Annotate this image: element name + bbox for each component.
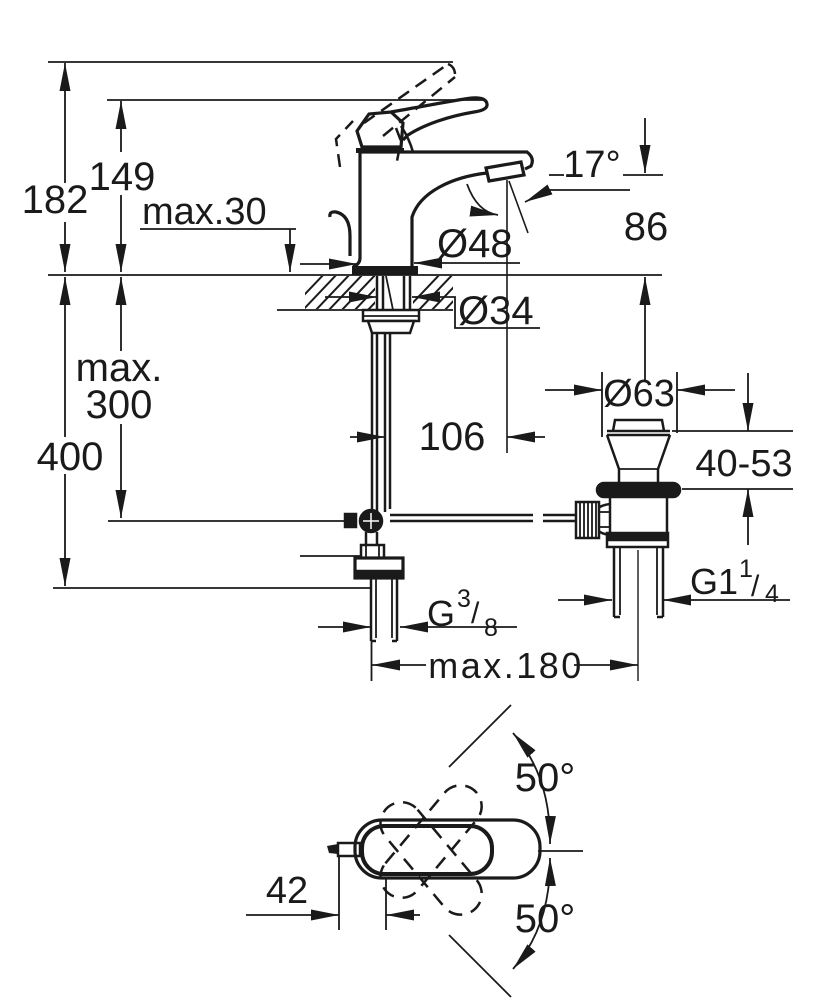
label-rod-max-300: 300 <box>86 383 153 427</box>
label-projection-106: 106 <box>419 415 486 459</box>
label-dia-63: Ø63 <box>603 373 675 415</box>
side-view: 182 149 max.30 17° 86 Ø48 Ø34 max. 300 4… <box>22 61 793 686</box>
label-rod-max-word: max. <box>76 346 163 390</box>
deck-hatching <box>305 276 453 309</box>
label-dia-48: Ø48 <box>437 222 513 266</box>
handle-swung-down-dashed <box>379 800 483 916</box>
pull-rod-tip-plan <box>327 844 338 854</box>
faucet-body <box>328 62 534 275</box>
label-height-149: 149 <box>89 155 156 199</box>
label-swivel-down-50: 50° <box>515 897 576 941</box>
base-plate <box>352 266 418 275</box>
label-height-182: 182 <box>22 178 89 222</box>
svg-text:G: G <box>427 593 455 634</box>
label-max-180: max.180 <box>428 645 584 686</box>
label-height-86: 86 <box>624 205 669 249</box>
handle-plan <box>360 824 494 876</box>
svg-text:1: 1 <box>739 555 753 583</box>
label-clamp-40-53: 40-53 <box>695 443 792 485</box>
label-swivel-up-50: 50° <box>515 756 576 800</box>
side-view-labels: 182 149 max.30 17° 86 Ø48 Ø34 max. 300 4… <box>22 144 793 686</box>
plan-view: 50° 50° 42 <box>246 704 583 998</box>
handle-cap <box>355 110 405 149</box>
gasket <box>595 481 682 499</box>
label-dia-34: Ø34 <box>458 289 534 333</box>
label-deck-max30: max.30 <box>142 191 267 233</box>
handle-lever <box>390 96 489 142</box>
svg-text:/: / <box>471 597 480 630</box>
label-thread-g114: G1 1 / 4 <box>690 555 779 608</box>
label-thread-g38: G 3 / 8 <box>427 585 498 642</box>
dimension-lines <box>59 63 793 671</box>
label-offset-42: 42 <box>266 870 308 912</box>
reference-lines <box>48 61 662 589</box>
under-deck-assembly <box>343 275 421 681</box>
svg-text:8: 8 <box>484 614 498 642</box>
swivel-dimensions <box>246 704 583 998</box>
rod-clamp <box>343 512 358 529</box>
cartridge-shadow <box>356 148 404 153</box>
waste-valve <box>574 418 682 681</box>
label-supply-400: 400 <box>37 435 104 479</box>
faucet-body-plan <box>353 818 542 880</box>
svg-text:4: 4 <box>765 580 779 608</box>
handle-raised-dashed <box>334 62 457 168</box>
pull-rod <box>328 210 352 256</box>
svg-text:/: / <box>751 570 760 603</box>
plan-view-labels: 50° 50° 42 <box>266 756 575 941</box>
handle-swung-up-dashed <box>379 784 483 900</box>
aerator <box>484 160 526 183</box>
svg-text:G1: G1 <box>690 561 738 602</box>
pop-up-rod <box>390 513 577 523</box>
svg-text:3: 3 <box>457 585 471 613</box>
label-angle-17: 17° <box>563 144 620 186</box>
